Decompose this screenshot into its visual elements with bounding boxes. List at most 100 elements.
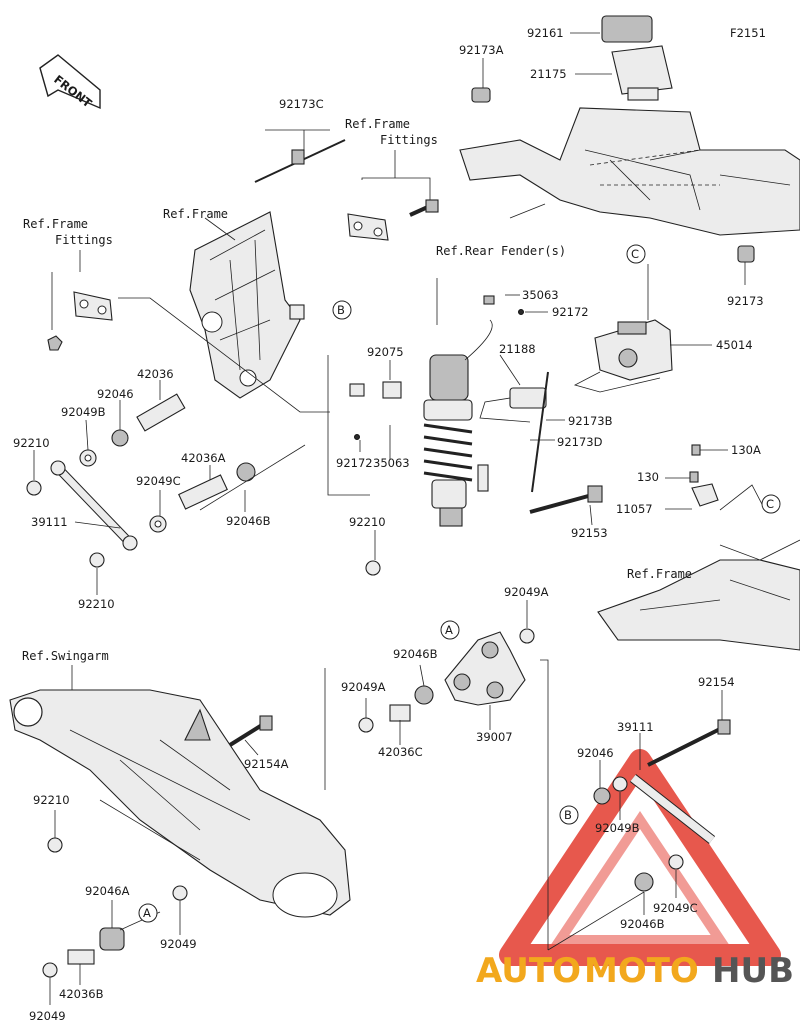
part-45014: 45014 <box>716 338 753 352</box>
svg-text:B: B <box>337 303 345 317</box>
ref-frame-right: Ref.Frame <box>627 567 692 581</box>
frame-fitting-plate-top <box>347 199 439 241</box>
part-92046-right: 92046 <box>577 746 614 760</box>
swingarm <box>9 689 351 918</box>
svg-text:A: A <box>143 906 151 920</box>
part-92049c: 92049C <box>136 474 181 488</box>
svg-text:AUTO: AUTO <box>476 951 581 991</box>
part-42036: 42036 <box>137 367 174 381</box>
ecu-unit <box>601 15 673 101</box>
bolt-92154a <box>228 715 273 747</box>
part-42036c: 42036C <box>378 745 423 759</box>
nut-92210-a <box>26 480 42 496</box>
bracket-11057 <box>689 444 719 507</box>
ref-frame-fittings-top: Ref.Frame <box>345 117 410 131</box>
svg-text:C: C <box>766 497 774 511</box>
callout-a-bottom: A <box>138 903 158 923</box>
svg-text:A: A <box>445 623 453 637</box>
washer-92049b-right <box>612 776 628 792</box>
svg-text:B: B <box>564 808 572 822</box>
collar-42036b <box>67 949 95 965</box>
link-rod-39111-right <box>629 719 731 844</box>
clip-92173a <box>471 87 491 103</box>
part-35063-top: 35063 <box>522 288 559 302</box>
bushing-92046b <box>236 462 256 482</box>
svg-text:MOTO: MOTO <box>584 951 699 991</box>
ref-frame-fittings-top-2: Fittings <box>380 133 438 147</box>
bushing-92046b-right <box>634 872 654 892</box>
part-92046a: 92046A <box>85 884 130 898</box>
part-92210-b: 92210 <box>78 597 115 611</box>
part-130a: 130A <box>731 443 761 457</box>
ref-swingarm: Ref.Swingarm <box>22 649 109 663</box>
part-92049-mid: 92049 <box>160 937 197 951</box>
callout-c-right: C <box>761 494 781 514</box>
nut-92210-b <box>89 552 105 568</box>
part-39111: 39111 <box>31 515 68 529</box>
part-92173d: 92173D <box>557 435 603 449</box>
part-92075: 92075 <box>367 345 404 359</box>
bushing-92046a <box>99 927 125 951</box>
part-92046b: 92046B <box>226 514 271 528</box>
link-rod-39111 <box>50 460 138 551</box>
bushing-92046 <box>111 429 129 447</box>
ref-frame: Ref.Frame <box>163 207 228 221</box>
sensor-21188 <box>479 371 549 493</box>
part-39111-right: 39111 <box>617 720 654 734</box>
bushing-92046-right <box>593 787 611 805</box>
part-92154a: 92154A <box>244 757 289 771</box>
part-92049c-right: 92049C <box>653 901 698 915</box>
part-92173: 92173 <box>727 294 764 308</box>
part-39007: 39007 <box>476 730 513 744</box>
front-arrow-icon: FRONT <box>39 54 101 110</box>
clip-92173 <box>737 245 755 263</box>
svg-text:HUB: HUB <box>712 951 794 991</box>
part-92210-c: 92210 <box>349 515 386 529</box>
clamp-35063 <box>349 295 524 440</box>
part-92046b-right: 92046B <box>620 917 665 931</box>
rocker-arm-39007 <box>444 631 526 706</box>
washer-92049c-right <box>668 854 684 870</box>
part-42036b: 42036B <box>59 987 104 1001</box>
part-92046: 92046 <box>97 387 134 401</box>
part-92173a: 92173A <box>459 43 504 57</box>
svg-text:C: C <box>631 247 639 261</box>
callout-b-top: B <box>332 300 352 320</box>
sensor-45014 <box>573 319 673 393</box>
part-92049-bottom: 92049 <box>29 1009 66 1023</box>
callout-c-top: C <box>626 244 646 264</box>
rear-fender-shape <box>459 107 800 236</box>
diagram-code: F2151 <box>730 26 766 40</box>
part-92049a-left: 92049A <box>341 680 386 694</box>
part-92210-a: 92210 <box>13 436 50 450</box>
part-92046b-mid: 92046B <box>393 647 438 661</box>
part-92172-top: 92172 <box>552 305 589 319</box>
part-92153: 92153 <box>571 526 608 540</box>
part-42036a: 42036A <box>181 451 226 465</box>
callout-a-mid: A <box>440 620 460 640</box>
bolt-92153 <box>529 485 603 514</box>
washer-92049a-left <box>358 717 374 733</box>
frame-bracket <box>189 211 305 399</box>
nut-92210-c <box>365 560 381 576</box>
part-92049b-right: 92049B <box>595 821 640 835</box>
collar-42036 <box>136 393 186 432</box>
collar-42036a <box>178 474 228 510</box>
washer-92049-mid <box>172 885 188 901</box>
washer-92049c <box>149 515 167 533</box>
part-92173b: 92173B <box>568 414 613 428</box>
part-92049a-top: 92049A <box>504 585 549 599</box>
part-35063-left: 35063 <box>373 456 410 470</box>
watermark-logo <box>499 749 781 966</box>
part-92049b: 92049B <box>61 405 106 419</box>
cable-tie-92173c <box>254 139 346 183</box>
part-92154: 92154 <box>698 675 735 689</box>
washer-92049-bottom <box>42 962 58 978</box>
ref-frame-fittings-left-2: Fittings <box>55 233 113 247</box>
part-21188: 21188 <box>499 342 536 356</box>
ref-frame-fittings-left: Ref.Frame <box>23 217 88 231</box>
bushing-92046b-mid <box>414 685 434 705</box>
frame-fitting-plate-left <box>47 291 113 351</box>
collar-42036c <box>389 704 411 722</box>
